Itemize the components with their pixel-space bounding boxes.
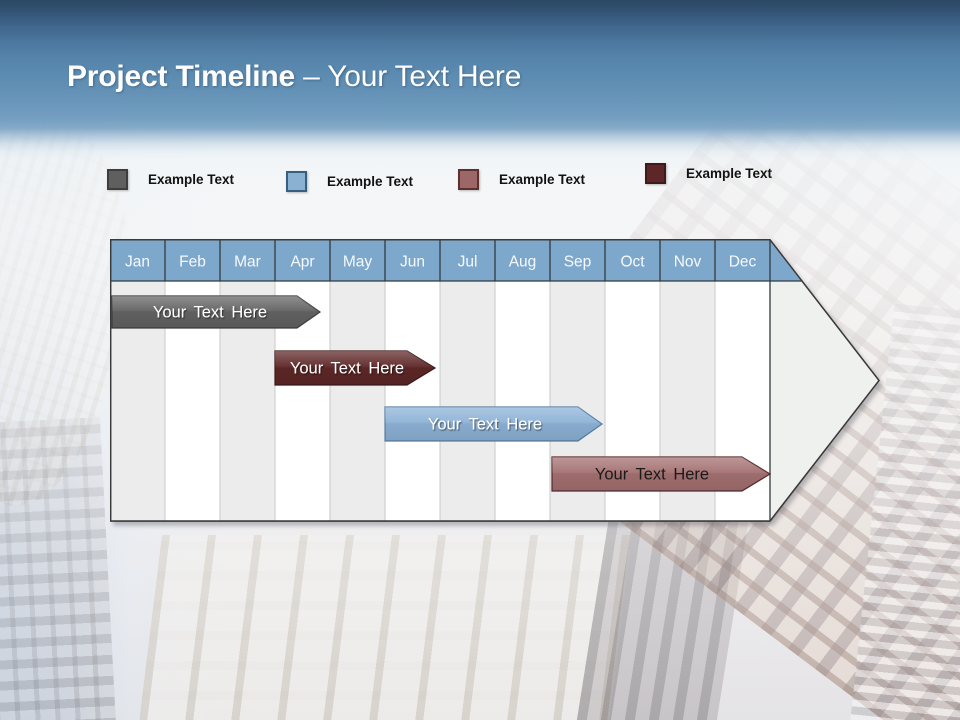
timeline-bar-1-label: Your Text Here (153, 304, 267, 322)
month-label-nov: Nov (674, 254, 702, 271)
month-label-jul: Jul (458, 254, 478, 271)
month-label-mar: Mar (234, 254, 261, 271)
timeline-bar-2-label: Your Text Here (290, 360, 404, 378)
legend-label: Example Text (327, 174, 414, 189)
timeline-bar-4-label: Your Text Here (595, 466, 709, 484)
legend-item-4: Example Text (645, 163, 772, 184)
legend-swatch-gray (107, 169, 128, 190)
building-bottom-beige (138, 535, 632, 720)
building-left-dark (0, 417, 117, 720)
legend-swatch-maroon (645, 163, 666, 184)
timeline-bar-3-label: Your Text Here (428, 416, 542, 434)
legend-label: Example Text (148, 172, 235, 187)
month-label-may: May (343, 254, 373, 271)
month-label-oct: Oct (620, 254, 645, 271)
legend-item-3: Example Text (458, 169, 585, 190)
month-label-dec: Dec (729, 254, 757, 271)
legend-label: Example Text (686, 166, 773, 181)
legend-label: Example Text (499, 172, 586, 187)
legend-swatch-blue (286, 171, 307, 192)
legend-item-1: Example Text (107, 169, 234, 190)
legend-swatch-rose (458, 169, 479, 190)
timeline-svg: Jan Feb Mar Apr May Jun Jul Aug Sep Oct … (110, 239, 880, 522)
timeline-chart: Jan Feb Mar Apr May Jun Jul Aug Sep Oct … (110, 239, 880, 522)
slide-title: Project Timeline – Your Text Here (67, 60, 521, 94)
month-label-jun: Jun (400, 254, 425, 271)
month-label-apr: Apr (290, 254, 314, 271)
legend-item-2: Example Text (286, 171, 413, 192)
slide-title-regular: – Your Text Here (303, 60, 522, 93)
month-label-sep: Sep (564, 254, 592, 271)
month-label-aug: Aug (509, 254, 537, 271)
month-label-feb: Feb (179, 254, 206, 271)
slide-title-bold: Project Timeline (67, 60, 295, 93)
month-label-jan: Jan (125, 254, 150, 271)
